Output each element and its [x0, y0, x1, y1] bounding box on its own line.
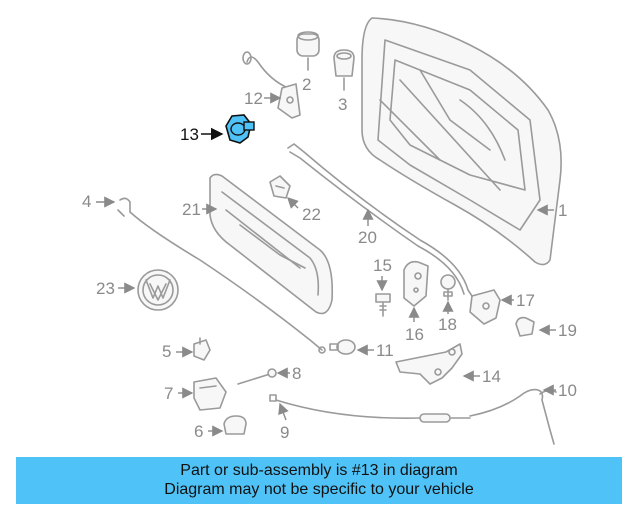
label-11: 11: [356, 341, 394, 360]
label-10: 10: [542, 381, 577, 400]
label-20: 20: [358, 208, 377, 247]
latch-part-16: [403, 260, 429, 307]
svg-text:1: 1: [558, 201, 567, 220]
svg-text:12: 12: [244, 89, 263, 108]
svg-text:19: 19: [558, 321, 577, 340]
label-6: 6: [194, 422, 224, 441]
svg-text:4: 4: [82, 192, 91, 211]
svg-text:20: 20: [358, 228, 377, 247]
svg-text:7: 7: [164, 384, 173, 403]
svg-text:22: 22: [302, 205, 321, 224]
label-5: 5: [162, 342, 194, 361]
svg-text:8: 8: [292, 364, 301, 383]
svg-text:18: 18: [438, 315, 457, 334]
highlighted-bolt-part-13: [225, 114, 255, 144]
hinge-part-14: [395, 343, 463, 385]
stud-part-18: [440, 274, 456, 301]
label-18: 18: [438, 300, 457, 334]
svg-text:14: 14: [482, 367, 501, 386]
bumper-stop-part: [296, 31, 320, 71]
svg-text:3: 3: [338, 95, 347, 114]
label-2: 2: [302, 75, 311, 94]
svg-text:5: 5: [162, 342, 171, 361]
seal-strip-part: [287, 143, 473, 297]
svg-text:10: 10: [558, 381, 577, 400]
label-4: 4: [82, 192, 116, 211]
cable-part-9: [269, 394, 471, 423]
release-cable-part: [117, 197, 326, 354]
insulation-pad-part: [209, 173, 334, 315]
lock-bracket-part-17: [469, 289, 501, 325]
label-15: 15: [373, 256, 392, 292]
pin-part-8: [237, 368, 277, 385]
svg-text:2: 2: [302, 75, 311, 94]
label-19: 19: [538, 321, 577, 340]
svg-text:11: 11: [376, 341, 394, 360]
buffer-part-19: [515, 316, 535, 337]
label-16: 16: [405, 306, 424, 344]
label-7: 7: [164, 384, 194, 403]
cable-part-10: [469, 388, 557, 445]
svg-text:16: 16: [405, 325, 424, 344]
hood-part: [361, 17, 562, 266]
parts-diagram: 1 2 3 4 5 6 7 8 9 10 11 12 13: [82, 17, 577, 445]
rubber-buffer-part: [333, 49, 355, 91]
svg-text:17: 17: [516, 291, 535, 310]
label-8: 8: [276, 364, 301, 383]
label-17: 17: [500, 291, 535, 310]
label-14: 14: [462, 367, 501, 386]
vw-emblem-part: [137, 269, 179, 311]
svg-text:23: 23: [96, 279, 115, 298]
info-banner: Part or sub-assembly is #13 in diagram D…: [16, 457, 622, 504]
bolt-part-15: [375, 293, 391, 317]
svg-text:21: 21: [182, 200, 201, 219]
lock-part-7: [193, 377, 227, 411]
svg-text:9: 9: [280, 423, 289, 442]
banner-line-disclaimer: Diagram may not be specific to your vehi…: [164, 481, 474, 498]
banner-line-part-number: Part or sub-assembly is #13 in diagram: [180, 462, 458, 479]
label-22: 22: [287, 197, 321, 224]
svg-text:13: 13: [180, 125, 199, 144]
label-12: 12: [244, 89, 282, 108]
cap-part-6: [223, 415, 247, 435]
label-1: 1: [536, 201, 567, 220]
retaining-clip-part: [269, 175, 291, 199]
label-13-highlighted: 13: [180, 125, 224, 144]
hood-support-bracket-part: [242, 51, 301, 119]
svg-text:6: 6: [194, 422, 203, 441]
label-9: 9: [278, 402, 289, 442]
clip-part-5: [193, 337, 211, 361]
label-21: 21: [182, 200, 218, 219]
grommet-part-11: [329, 339, 356, 355]
label-23: 23: [96, 279, 136, 298]
label-3: 3: [338, 95, 347, 114]
svg-text:15: 15: [373, 256, 392, 275]
